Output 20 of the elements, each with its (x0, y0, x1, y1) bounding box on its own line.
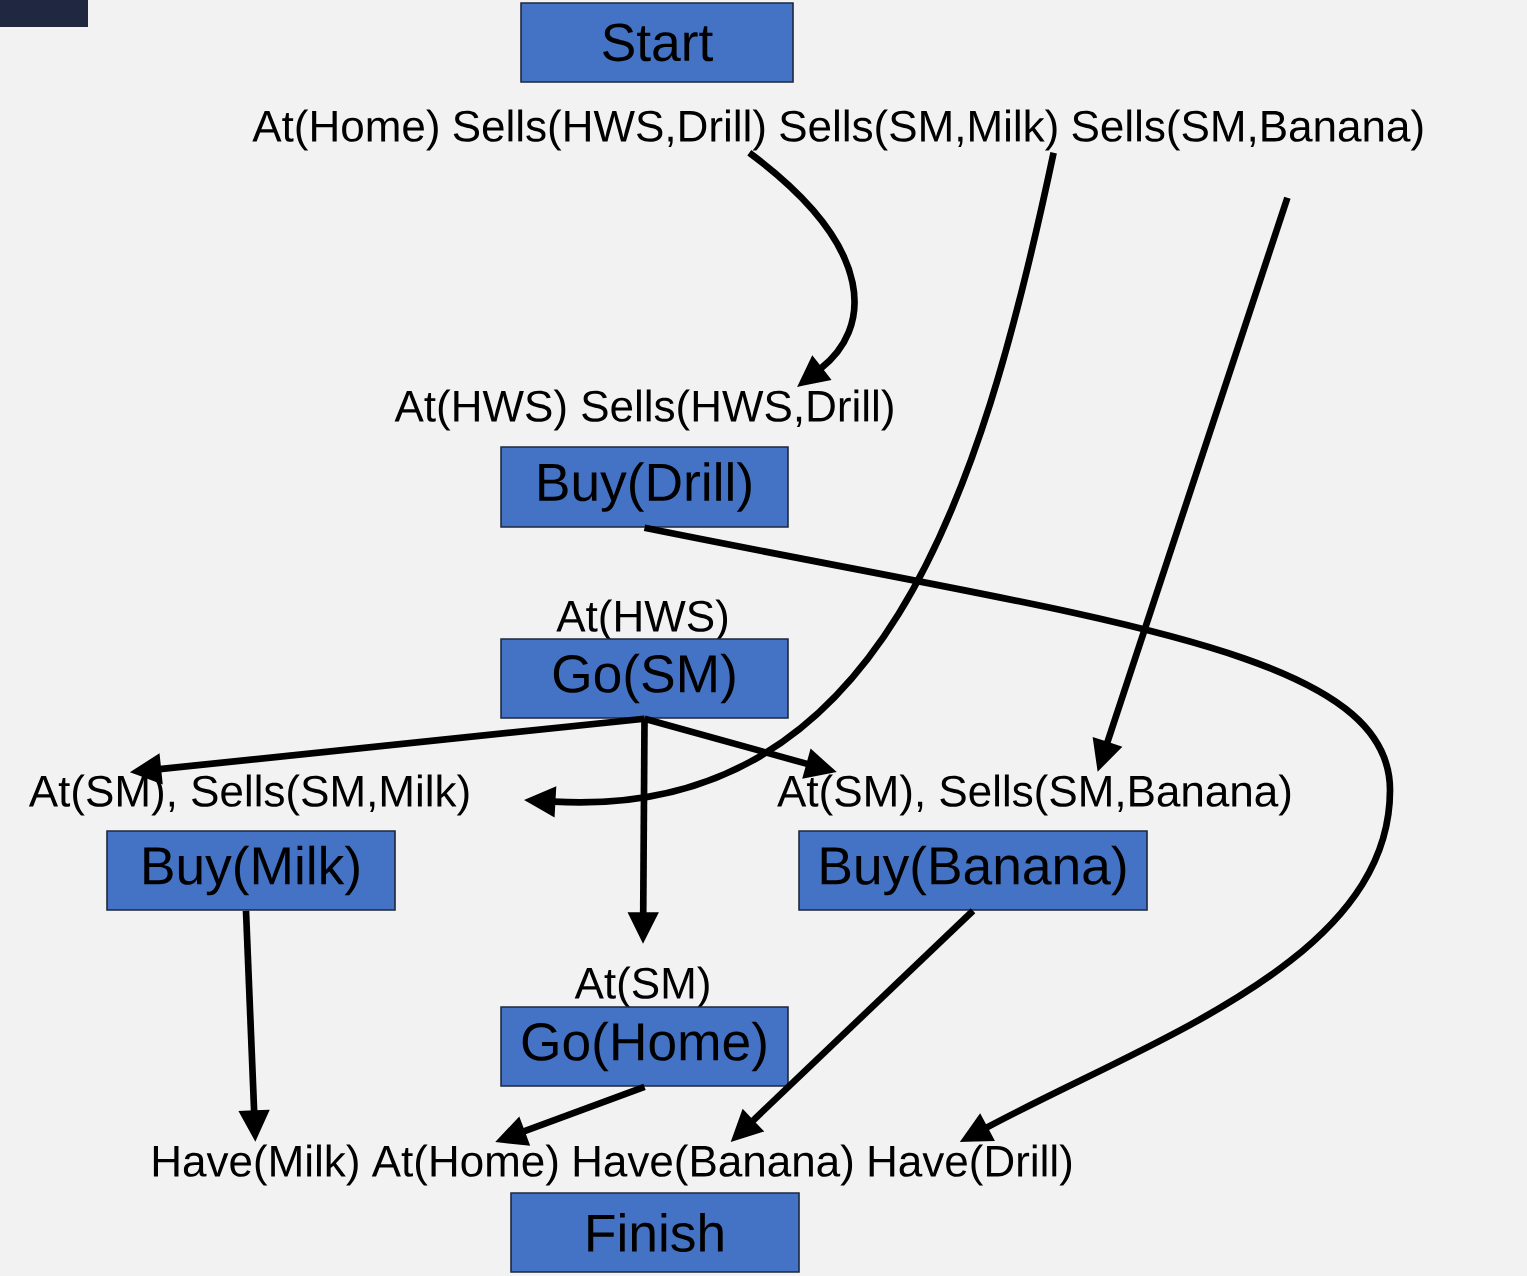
action-box: Finish (510, 1192, 800, 1273)
condition-text: Sells(HWS,Drill) (453, 109, 765, 151)
condition-text: Sells(SM,Banana) (1072, 109, 1423, 151)
condition-text: Have(Drill) (869, 1144, 1072, 1186)
action-box: Go(Home) (500, 1006, 789, 1087)
condition-text: At(SM) (574, 966, 709, 1008)
condition-text: At(SM), Sells(SM,Milk) (28, 774, 469, 816)
action-box: Go(SM) (500, 638, 789, 719)
condition-text: At(HWS) (556, 599, 728, 641)
condition-text: Sells(SM,Milk) (780, 109, 1057, 151)
condition-text: At(HWS) Sells(HWS,Drill) (394, 389, 893, 431)
condition-text: At(Home) (252, 109, 438, 151)
action-box: Buy(Milk) (106, 830, 396, 911)
action-box: Buy(Banana) (798, 830, 1148, 911)
condition-text: Have(Milk) (153, 1144, 358, 1186)
condition-text: Have(Banana) (574, 1144, 853, 1186)
action-box: Start (520, 2, 794, 83)
action-box: Buy(Drill) (500, 446, 789, 528)
condition-text: At(Home) (371, 1144, 558, 1186)
condition-text: At(SM), Sells(SM,Banana) (777, 774, 1291, 816)
